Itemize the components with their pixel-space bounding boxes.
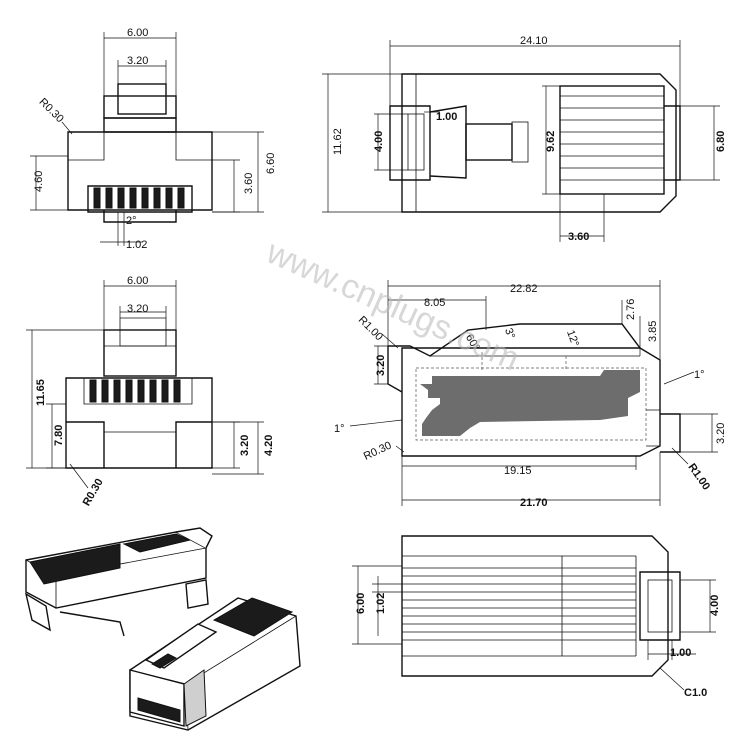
dim-left-height: 11.65 (35, 379, 47, 406)
isometric-plug-bottom (129, 597, 301, 731)
dim-inner-height: 7.80 (53, 425, 65, 446)
dim-left-height-1: 6.00 (355, 593, 367, 614)
dim-length: 22.82 (510, 283, 538, 295)
dim-width-inner: 3.20 (127, 55, 148, 67)
dim-left-height: 11.62 (332, 128, 344, 155)
dim-angle-1-right: 1° (694, 369, 705, 381)
dim-angle-1-left: 1° (334, 423, 345, 435)
dim-right-height: 4.00 (709, 595, 721, 616)
dim-tab-height: 4.00 (373, 131, 385, 152)
dim-right-height-2: 6.60 (265, 153, 277, 174)
front-view-top: 6.00 3.20 R0.30 4.60 3.60 6.60 2° 1.02 (30, 27, 277, 251)
dim-left-height: 3.20 (375, 355, 387, 376)
side-section-view: 22.82 8.05 2.76 3.85 R1.00 3.20 60° 3° 1… (334, 280, 727, 509)
dim-length: 24.10 (520, 35, 548, 47)
dim-contact-width: 3.60 (568, 231, 589, 243)
dim-front-length: 8.05 (424, 297, 445, 309)
dim-left-height-2: 1.02 (375, 593, 387, 614)
dim-step-height: 3.85 (647, 321, 659, 342)
dim-width-inner: 3.20 (127, 303, 148, 315)
dim-angle-3: 3° (502, 327, 517, 341)
dim-top-height: 2.76 (625, 299, 637, 320)
dim-angle: 2° (126, 215, 137, 227)
dim-width-outer: 6.00 (127, 275, 148, 287)
dim-right-height-1: 3.20 (239, 435, 251, 456)
dim-radius: R0.30 (37, 96, 66, 125)
dim-radius-right: R1.00 (685, 461, 712, 492)
dim-width-outer: 6.00 (127, 27, 148, 39)
dim-angle-12: 12° (564, 329, 581, 349)
front-view-top-contacts (93, 187, 185, 209)
dim-inner-length: 19.15 (504, 465, 532, 477)
dim-left-height: 4.60 (33, 171, 45, 192)
dim-body-length: 21.70 (520, 497, 548, 509)
top-view-contacts (560, 95, 664, 181)
dim-tab-width: 1.00 (670, 647, 691, 659)
isometric-views (24, 527, 301, 731)
watermark: www.cnplugs.com (260, 233, 525, 379)
front-view-middle-contacts (89, 379, 181, 403)
front-view-middle: 6.00 3.20 11.65 7.80 3.20 4.20 R0.30 (26, 275, 275, 508)
dim-radius-bottom: R0.30 (362, 440, 394, 463)
dim-contact-height: 9.62 (545, 131, 557, 152)
bottom-view-right: 6.00 1.02 4.00 1.00 C1.0 (352, 535, 721, 699)
dim-radius: R0.30 (81, 477, 106, 508)
dim-right-height-1: 3.60 (243, 173, 255, 194)
dim-chamfer: C1.0 (684, 687, 707, 699)
dim-right-height: 6.80 (715, 131, 727, 152)
bottom-view-contacts (402, 567, 636, 641)
dim-right-height-2: 4.20 (263, 435, 275, 456)
dim-pitch: 1.02 (126, 239, 147, 251)
dim-right-height: 3.20 (715, 423, 727, 444)
top-view-right: 24.10 11.62 1.00 4.00 9.62 6.80 3.60 (322, 35, 727, 243)
isometric-plug-top (24, 527, 213, 637)
dim-tab-width: 1.00 (436, 111, 457, 123)
